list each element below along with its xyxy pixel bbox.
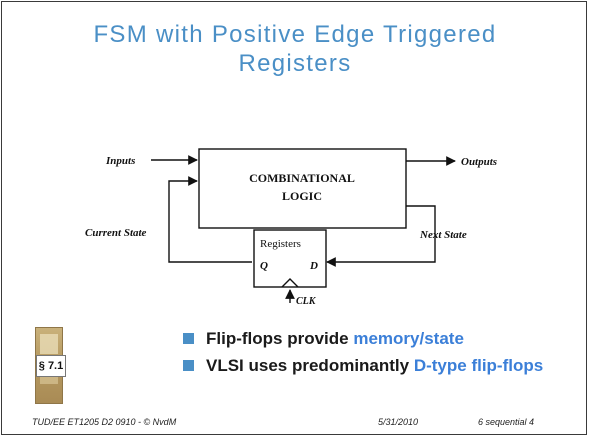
bullet-square-icon (183, 360, 194, 371)
bullet-item: VLSI uses predominantly D-type flip-flop… (180, 354, 580, 377)
section-reference-badge: § 7.1 (36, 355, 66, 377)
next-state-wire (326, 205, 436, 267)
registers-label: Registers (260, 238, 301, 250)
next-state-label: Next State (419, 229, 467, 241)
footer-page: 6 sequential 4 (478, 417, 535, 427)
footer-course: TUD/EE ET1205 D2 0910 - © NvdM (32, 417, 177, 427)
inputs-label: Inputs (105, 155, 135, 167)
bullet-text: Flip-flops provide (206, 329, 354, 348)
combinational-logic-box (198, 148, 407, 229)
current-state-label: Current State (85, 227, 147, 239)
bullet-highlight: D-type flip-flops (413, 356, 544, 375)
q-label: Q (260, 260, 268, 272)
title-line-2: Registers (238, 50, 352, 77)
bullet-item: Flip-flops provide memory/state (180, 327, 580, 350)
bullet-square-icon (183, 333, 194, 344)
clock-edge-triangle (281, 278, 299, 288)
bullet-highlight: memory/state (353, 329, 464, 348)
title-line-1: FSM with Positive Edge Triggered (93, 21, 497, 48)
slide-title: FSM with Positive Edge Triggered Registe… (0, 20, 590, 78)
bullet-list: Flip-flops provide memory/state VLSI use… (180, 327, 580, 381)
clk-label: CLK (296, 296, 317, 307)
d-label: D (309, 260, 318, 272)
outputs-label: Outputs (461, 156, 497, 168)
registers-box (253, 229, 327, 288)
current-state-wire (168, 176, 252, 263)
bullet-text: VLSI uses predominantly (206, 356, 414, 375)
logic-label-line1: COMBINATIONAL (249, 171, 355, 185)
footer-date: 5/31/2010 (378, 417, 419, 427)
logic-label-line2: LOGIC (282, 189, 322, 203)
